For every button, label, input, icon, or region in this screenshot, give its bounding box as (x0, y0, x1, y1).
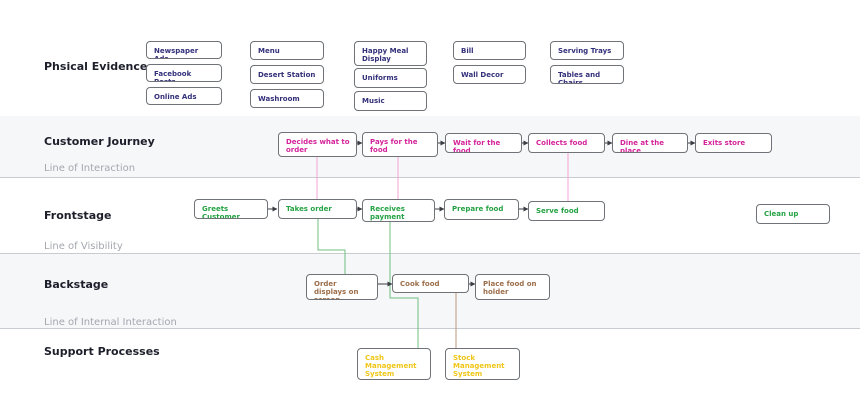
evidence-desert-station[interactable]: Desert Station (250, 65, 324, 84)
frontstage-takes-order[interactable]: Takes order (278, 199, 357, 219)
line-of-internal-interaction-divider (0, 328, 860, 329)
support-cash-management-system[interactable]: Cash Management System (357, 348, 431, 380)
support-stock-management-system[interactable]: Stock Management System (445, 348, 520, 380)
evidence-newspaper-ads[interactable]: Newspaper Ads (146, 41, 222, 59)
journey-exits-store[interactable]: Exits store (695, 133, 772, 153)
evidence-music[interactable]: Music (354, 91, 427, 111)
journey-collects-food[interactable]: Collects food (528, 133, 605, 153)
frontstage-prepare-food[interactable]: Prepare food (444, 199, 519, 220)
line-of-visibility-label: Line of Visibility (44, 241, 123, 252)
evidence-happy-meal-display[interactable]: Happy Meal Display (354, 41, 427, 66)
evidence-menu[interactable]: Menu (250, 41, 324, 60)
row-label-backstage: Backstage (44, 278, 109, 291)
evidence-serving-trays[interactable]: Serving Trays (550, 41, 624, 60)
journey-wait-for-the-food[interactable]: Wait for the food (445, 133, 522, 153)
backstage-order-displays-on-screen[interactable]: Order displays on screen (306, 274, 378, 300)
frontstage-serve-food[interactable]: Serve food (528, 201, 605, 221)
connector-takes-order-display (317, 219, 346, 274)
line-of-interaction-divider (0, 177, 860, 178)
row-label-customer-journey: Customer Journey (44, 135, 155, 148)
line-of-visibility-divider (0, 253, 860, 254)
connector-receives-cash (389, 222, 419, 348)
row-label-frontstage: Frontstage (44, 209, 112, 222)
backstage-place-food-on-holder[interactable]: Place food on holder (475, 274, 550, 300)
evidence-facebook-posts[interactable]: Facebook Posts (146, 64, 222, 82)
frontstage-greets-customer[interactable]: Greets Customer (194, 199, 268, 219)
evidence-bill[interactable]: Bill (453, 41, 526, 60)
frontstage-receives-payment[interactable]: Receives payment (362, 199, 435, 222)
evidence-tables-and-chairs[interactable]: Tables and Chairs (550, 65, 624, 84)
line-of-internal-interaction-label: Line of Internal Interaction (44, 317, 177, 328)
evidence-online-ads[interactable]: Online Ads (146, 87, 222, 105)
row-label-support-processes: Support Processes (44, 345, 160, 358)
journey-dine-at-the-place[interactable]: Dine at the place (612, 133, 688, 153)
line-of-interaction-label: Line of Interaction (44, 163, 136, 174)
row-label-physical-evidence: Phsical Evidence (44, 60, 148, 73)
backstage-cook-food[interactable]: Cook food (392, 274, 469, 293)
evidence-uniforms[interactable]: Uniforms (354, 68, 427, 88)
frontstage-clean-up[interactable]: Clean up (756, 204, 830, 224)
evidence-washroom[interactable]: Washroom (250, 89, 324, 108)
evidence-wall-decor[interactable]: Wall Decor (453, 65, 526, 84)
journey-pays-for-the-food[interactable]: Pays for the food (362, 132, 438, 157)
journey-decides-what-to-order[interactable]: Decides what to order (278, 132, 357, 157)
